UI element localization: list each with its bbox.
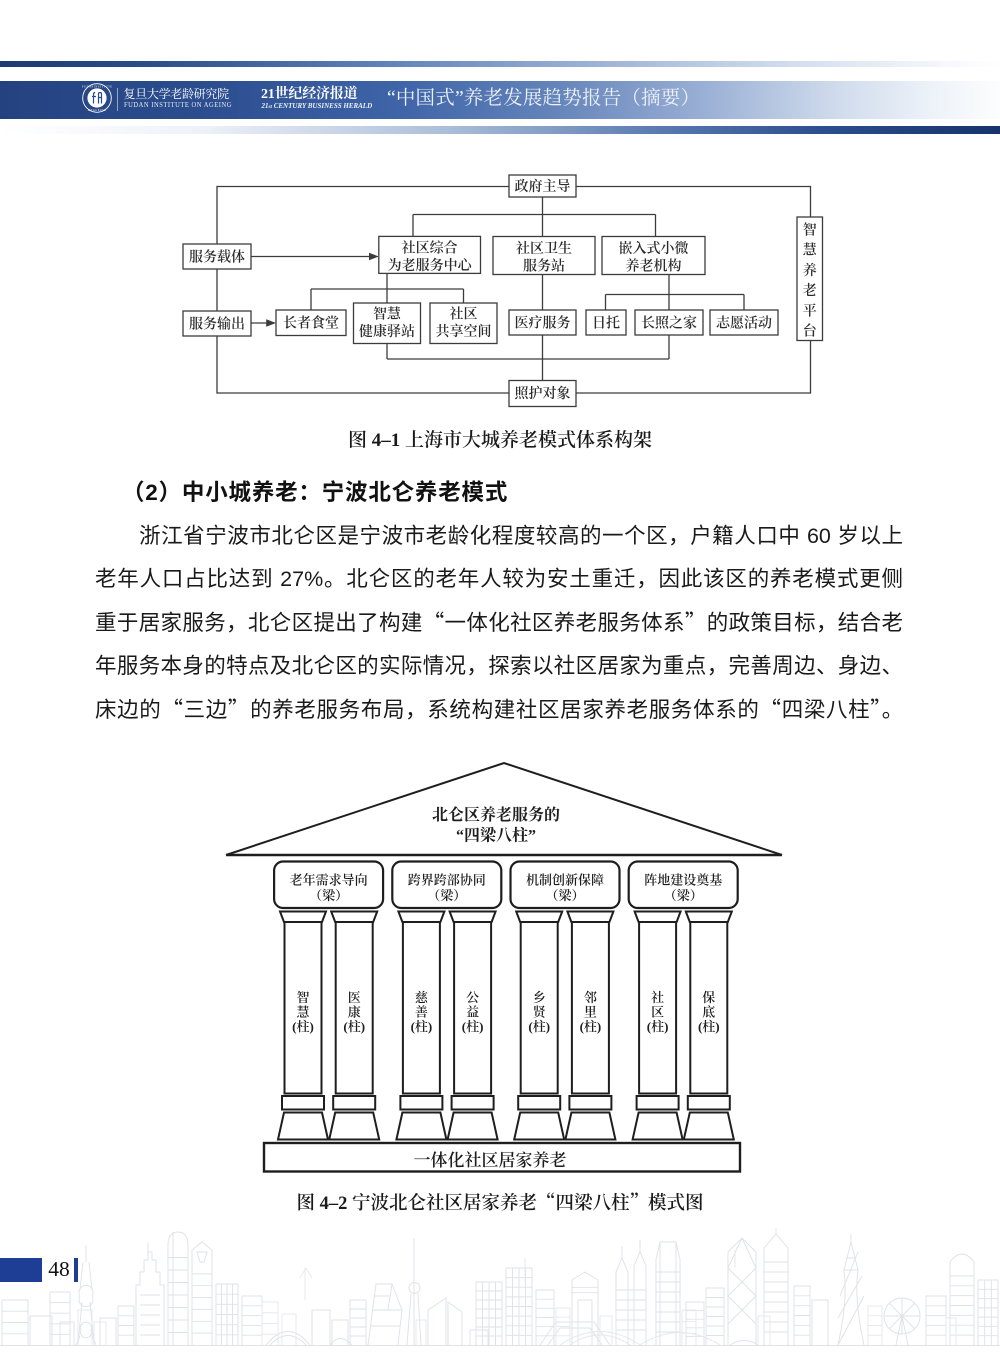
svg-text:台: 台 (803, 324, 818, 340)
svg-text:北仑区养老服务的: 北仑区养老服务的 (432, 805, 560, 824)
svg-text:慧: 慧 (296, 1005, 310, 1020)
svg-text:共享空间: 共享空间 (436, 323, 492, 340)
svg-text:慧: 慧 (803, 242, 818, 259)
svg-text:志愿活动: 志愿活动 (716, 315, 772, 332)
svg-text:健康驿站: 健康驿站 (359, 323, 415, 340)
svg-text:医疗服务: 医疗服务 (515, 315, 571, 332)
svg-text:(柱): (柱) (580, 1019, 602, 1034)
svg-text:F U D A N I N S T I T U T E: F U D A N I N S T I T U T E (82, 85, 112, 88)
svg-text:社区: 社区 (450, 305, 478, 322)
svg-text:长照之家: 长照之家 (641, 316, 697, 332)
svg-text:平: 平 (803, 303, 817, 319)
svg-text:社: 社 (651, 990, 664, 1005)
svg-text:智: 智 (296, 990, 309, 1005)
svg-text:里: 里 (584, 1005, 597, 1020)
svg-text:康: 康 (348, 1005, 361, 1020)
svg-text:医: 医 (348, 990, 361, 1005)
svg-text:跨界跨部协同: 跨界跨部协同 (408, 872, 486, 887)
svg-text:照护对象: 照护对象 (515, 385, 571, 402)
svg-text:（梁）: （梁） (427, 888, 466, 903)
svg-text:阵地建设奠基: 阵地建设奠基 (644, 872, 722, 887)
svg-text:一体化社区居家养老: 一体化社区居家养老 (414, 1151, 567, 1170)
svg-text:益: 益 (466, 1005, 479, 1020)
svg-text:区: 区 (651, 1005, 664, 1020)
svg-text:养老机构: 养老机构 (626, 258, 682, 275)
svg-text:乡: 乡 (533, 990, 546, 1005)
svg-text:社区综合: 社区综合 (402, 239, 458, 256)
svg-text:善: 善 (415, 1005, 428, 1020)
svg-text:(柱): (柱) (343, 1019, 365, 1034)
svg-text:服务输出: 服务输出 (189, 316, 245, 333)
svg-text:机制创新保障: 机制创新保障 (526, 872, 604, 887)
svg-text:“四梁八柱”: “四梁八柱” (456, 826, 536, 845)
svg-text:(柱): (柱) (411, 1019, 433, 1034)
svg-text:（梁）: （梁） (545, 888, 584, 903)
svg-text:(柱): (柱) (647, 1019, 669, 1034)
svg-text:长者食堂: 长者食堂 (283, 315, 339, 332)
svg-text:(柱): (柱) (528, 1019, 550, 1034)
svg-text:（梁）: （梁） (309, 888, 348, 903)
svg-text:O N A G E I N G: O N A G E I N G (88, 109, 106, 112)
svg-text:智慧: 智慧 (373, 305, 402, 322)
svg-text:邻: 邻 (584, 990, 597, 1005)
svg-text:(柱): (柱) (292, 1019, 314, 1034)
svg-text:服务载体: 服务载体 (189, 249, 245, 266)
svg-text:老: 老 (803, 282, 817, 299)
svg-text:智: 智 (803, 223, 817, 239)
svg-text:(柱): (柱) (698, 1019, 720, 1034)
svg-text:日托: 日托 (592, 315, 620, 332)
svg-text:服务站: 服务站 (523, 258, 565, 275)
svg-text:社区卫生: 社区卫生 (516, 240, 572, 257)
svg-text:嵌入式小微: 嵌入式小微 (619, 240, 689, 257)
svg-text:(柱): (柱) (462, 1019, 484, 1034)
svg-text:为老服务中心: 为老服务中心 (388, 257, 474, 274)
svg-text:底: 底 (702, 1005, 715, 1020)
svg-text:贤: 贤 (533, 1005, 547, 1020)
svg-text:老年需求导向: 老年需求导向 (290, 872, 368, 887)
svg-text:养: 养 (803, 263, 817, 279)
svg-text:政府主导: 政府主导 (515, 179, 571, 195)
svg-text:（梁）: （梁） (664, 888, 703, 903)
svg-text:保: 保 (702, 990, 715, 1005)
svg-text:公: 公 (466, 990, 479, 1005)
svg-text:慈: 慈 (415, 990, 429, 1005)
